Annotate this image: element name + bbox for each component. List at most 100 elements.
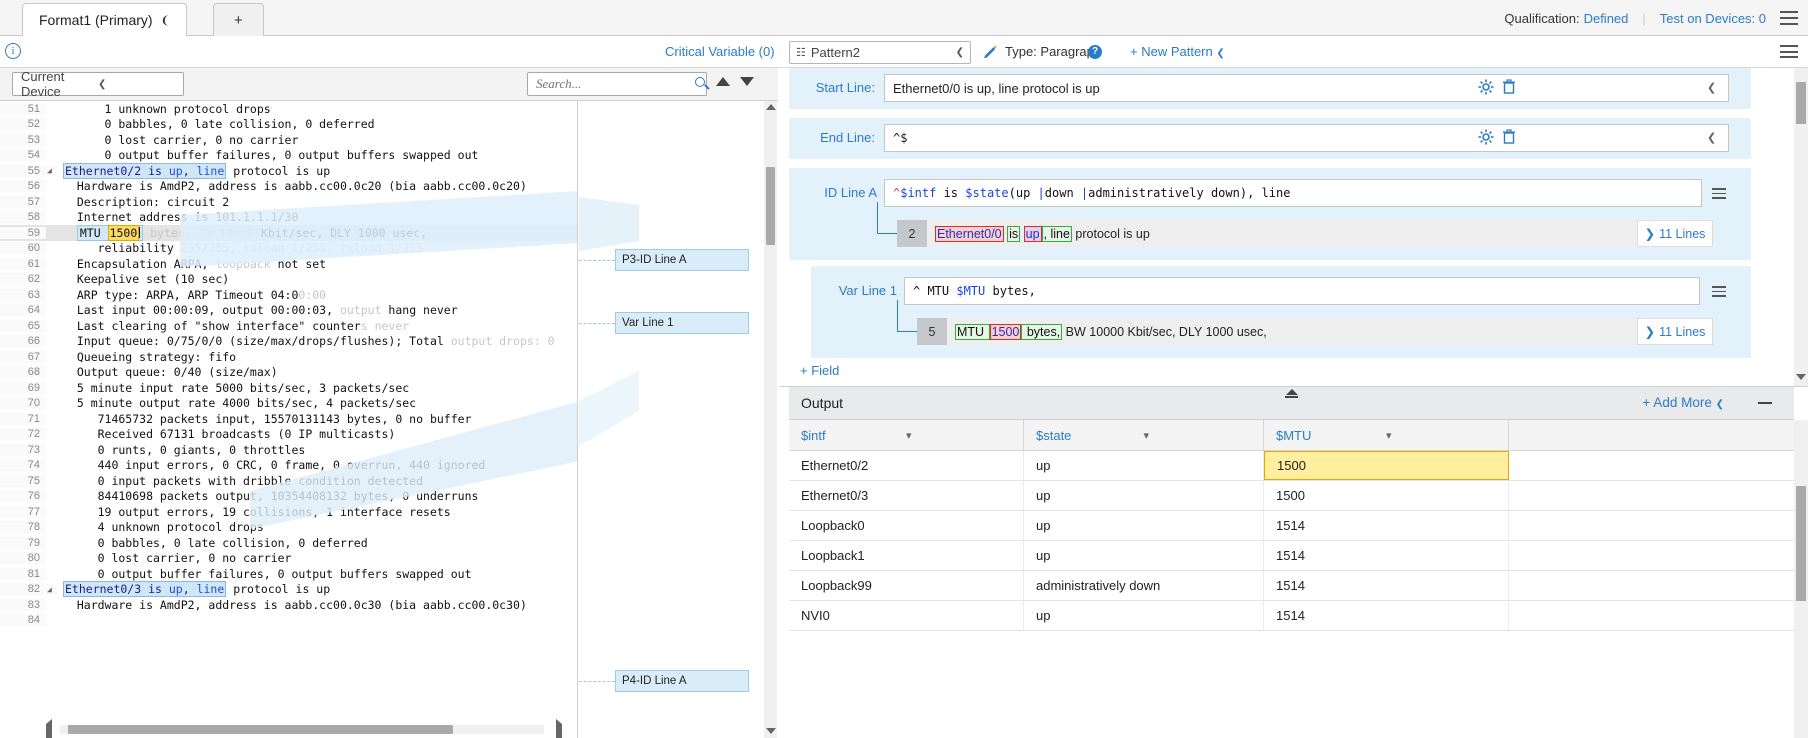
code-line[interactable]: 81 0 output buffer failures, 0 output bu… — [0, 566, 577, 582]
code-line[interactable]: 54 0 output buffer failures, 0 output bu… — [0, 148, 577, 164]
table-cell-state[interactable]: up — [1024, 451, 1264, 480]
code-line[interactable]: 84 — [0, 613, 577, 629]
scroll-down-icon[interactable] — [764, 725, 777, 738]
code-line[interactable]: 73 0 runts, 0 giants, 0 throttles — [0, 442, 577, 458]
table-cell-mtu[interactable]: 1514 — [1264, 541, 1509, 570]
var-line-pattern-input[interactable]: ^ MTU $MTU bytes, — [904, 277, 1700, 305]
code-line[interactable]: 69 5 minute input rate 5000 bits/sec, 3 … — [0, 380, 577, 396]
trash-icon[interactable] — [1502, 79, 1516, 95]
trash-icon[interactable] — [1502, 129, 1516, 145]
code-line[interactable]: 83 Hardware is AmdP2, address is aabb.cc… — [0, 597, 577, 613]
search-input[interactable] — [534, 75, 695, 93]
code-line[interactable]: 53 0 lost carrier, 0 no carrier — [0, 132, 577, 148]
add-field-button[interactable]: + Field — [800, 363, 840, 378]
output-vertical-scrollbar[interactable] — [1794, 420, 1808, 738]
table-cell-intf[interactable]: Ethernet0/3 — [789, 481, 1024, 510]
code-line[interactable]: 72 Received 67131 broadcasts (0 IP multi… — [0, 427, 577, 443]
scroll-left-icon[interactable] — [46, 719, 52, 738]
id-line-match-row[interactable]: 2 Ethernet0/0 is up, line protocol is up — [897, 220, 1637, 247]
end-line-input[interactable]: ^$ — [884, 124, 1729, 152]
table-cell-intf[interactable]: Loopback99 — [789, 571, 1024, 600]
new-pattern-button[interactable]: + New Pattern ❮ — [1130, 44, 1225, 59]
scroll-down-icon[interactable] — [1794, 371, 1808, 383]
chevron-down-icon[interactable]: ▾ — [906, 429, 912, 442]
table-cell-intf[interactable]: Loopback0 — [789, 511, 1024, 540]
triangle-down-icon[interactable] — [740, 77, 754, 86]
code-line[interactable]: 79 0 babbles, 0 late collision, 0 deferr… — [0, 535, 577, 551]
code-line[interactable]: 62 Keepalive set (10 sec) — [0, 272, 577, 288]
scrollbar-thumb[interactable] — [766, 167, 775, 245]
code-line[interactable]: 77 19 output errors, 19 collisions, 1 in… — [0, 504, 577, 520]
editor-vertical-scrollbar[interactable] — [1794, 68, 1808, 386]
output-column-header[interactable]: $intf▾ — [789, 420, 1024, 450]
code-line[interactable]: 67 Queueing strategy: fifo — [0, 349, 577, 365]
id-line-pattern-input[interactable]: ^$intf is $state(up |down |administrativ… — [884, 179, 1702, 207]
chevron-down-icon[interactable]: ▾ — [1386, 429, 1392, 442]
add-tab-button[interactable]: + — [213, 3, 264, 36]
critical-variable-link[interactable]: Critical Variable (0) — [665, 44, 775, 59]
code-line[interactable]: 57 Description: circuit 2 — [0, 194, 577, 210]
code-line[interactable]: 82◢Ethernet0/3 is up, line protocol is u… — [0, 581, 577, 598]
scrollbar-thumb[interactable] — [1796, 486, 1806, 601]
code-line[interactable]: 55◢Ethernet0/2 is up, line protocol is u… — [0, 162, 577, 179]
chevron-down-icon[interactable]: ▾ — [1143, 429, 1150, 442]
chevron-down-icon[interactable]: ❮ — [1707, 82, 1717, 94]
table-cell-state[interactable]: up — [1024, 481, 1264, 510]
code-line[interactable]: 66 Input queue: 0/75/0/0 (size/max/drops… — [0, 334, 577, 350]
code-line[interactable]: 80 0 lost carrier, 0 no carrier — [0, 551, 577, 567]
output-column-header[interactable]: $MTU▾ — [1264, 420, 1509, 450]
minus-icon[interactable] — [1758, 402, 1772, 404]
fold-arrow-icon[interactable]: ◢ — [46, 584, 58, 594]
table-cell-state[interactable]: up — [1024, 511, 1264, 540]
var-line-match-row[interactable]: 5 MTU 1500 bytes, BW 10000 Kbit/sec, DLY… — [917, 318, 1637, 345]
table-cell-mtu[interactable]: 1500 — [1264, 481, 1509, 510]
scroll-up-icon[interactable] — [764, 101, 777, 114]
annotation-label[interactable]: Var Line 1 — [615, 312, 749, 334]
annotation-label[interactable]: P3-ID Line A — [615, 249, 749, 271]
table-cell-state[interactable]: up — [1024, 601, 1264, 630]
device-select[interactable]: Current Device ❮ — [12, 69, 184, 99]
pattern-select[interactable]: ☷ Pattern2 ❮ — [789, 41, 971, 64]
code-line[interactable]: 71 71465732 packets input, 15570131143 b… — [0, 411, 577, 427]
code-line[interactable]: 65 Last clearing of "show interface" cou… — [0, 318, 577, 334]
question-mark-icon[interactable]: ? — [1088, 45, 1102, 59]
scrollbar-thumb[interactable] — [68, 725, 453, 734]
gear-icon[interactable] — [1478, 129, 1494, 145]
hamburger-icon[interactable] — [1712, 286, 1726, 297]
scroll-right-icon[interactable] — [556, 719, 562, 738]
var-line-expand-button[interactable]: ❯ 11 Lines — [1637, 318, 1713, 345]
chevron-down-icon[interactable]: ❮ — [1707, 132, 1717, 144]
scrollbar-thumb[interactable] — [1796, 82, 1806, 124]
table-cell-state[interactable]: up — [1024, 541, 1264, 570]
code-line[interactable]: 51 1 unknown protocol drops — [0, 101, 577, 117]
code-line[interactable]: 63 ARP type: ARPA, ARP Timeout 04:00:00 — [0, 287, 577, 303]
id-line-expand-button[interactable]: ❯ 11 Lines — [1637, 220, 1713, 247]
table-cell-mtu[interactable]: 1514 — [1264, 511, 1509, 540]
table-cell-intf[interactable]: Loopback1 — [789, 541, 1024, 570]
code-line[interactable]: 78 4 unknown protocol drops — [0, 520, 577, 536]
table-cell-state[interactable]: administratively down — [1024, 571, 1264, 600]
table-cell-mtu[interactable]: 1514 — [1264, 571, 1509, 600]
code-line[interactable]: 68 Output queue: 0/40 (size/max) — [0, 365, 577, 381]
add-more-button[interactable]: + Add More ❮ — [1642, 395, 1724, 410]
fold-arrow-icon[interactable]: ◢ — [46, 166, 58, 176]
table-cell-intf[interactable]: Ethernet0/2 — [789, 451, 1024, 480]
table-cell-intf[interactable]: NVI0 — [789, 601, 1024, 630]
hamburger-icon[interactable] — [1780, 11, 1798, 25]
info-icon[interactable]: i — [5, 43, 21, 59]
search-box[interactable] — [527, 72, 710, 96]
tab-format1[interactable]: Format1 (Primary) ❨ — [22, 3, 187, 36]
code-line[interactable]: 75 0 input packets with dribble conditio… — [0, 473, 577, 489]
code-vertical-scrollbar[interactable] — [764, 101, 777, 738]
code-line[interactable]: 61 Encapsulation ARPA, loopback not set — [0, 256, 577, 272]
gear-icon[interactable] — [1478, 79, 1494, 95]
chevron-down-icon[interactable]: ❨ — [160, 14, 170, 27]
start-line-input[interactable]: Ethernet0/0 is up, line protocol is up — [884, 74, 1729, 102]
code-line[interactable]: 59 MTU 1500 bytes, BW 10000 Kbit/sec, DL… — [0, 224, 577, 241]
code-line[interactable]: 70 5 minute output rate 4000 bits/sec, 4… — [0, 396, 577, 412]
